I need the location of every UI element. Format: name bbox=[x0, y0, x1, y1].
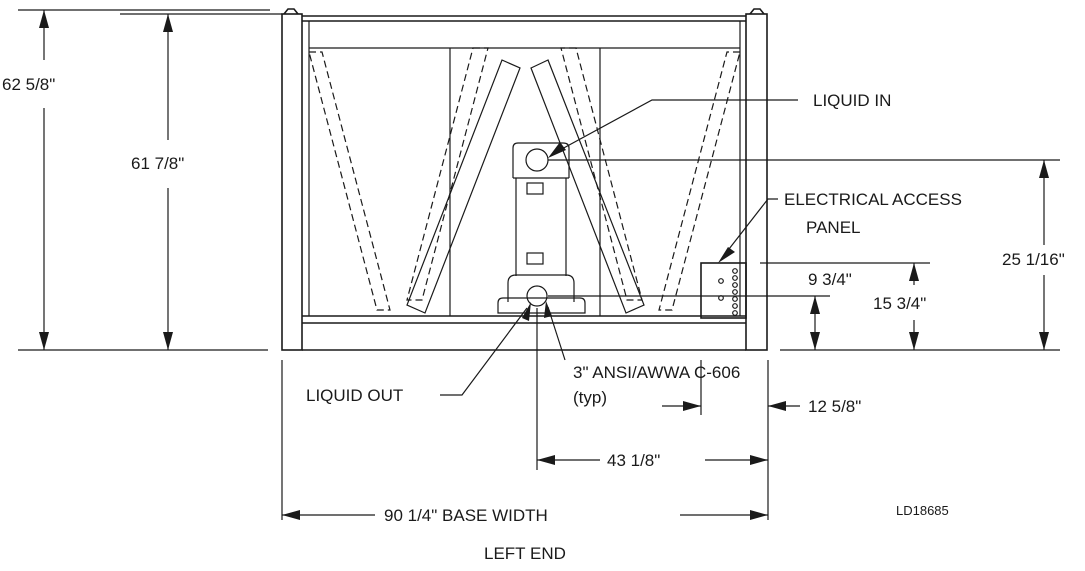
liquid-in-label: LIQUID IN bbox=[813, 91, 891, 110]
panel-bottom-height-label: 15 3/4" bbox=[873, 294, 926, 313]
right-lift-lug bbox=[749, 8, 765, 15]
electrical-access-panel bbox=[700, 262, 747, 319]
right-post bbox=[745, 13, 768, 351]
liquid-in-nozzle bbox=[525, 148, 549, 172]
overall-height-label: 62 5/8" bbox=[2, 75, 55, 94]
electrical-access-label-line2: PANEL bbox=[806, 218, 861, 237]
coil-left-inner bbox=[406, 47, 489, 301]
connection-label-line2: (typ) bbox=[573, 388, 607, 407]
coil-right-inner bbox=[560, 47, 643, 301]
fan-blades bbox=[406, 59, 645, 314]
electrical-box bbox=[700, 262, 747, 319]
fan-blade-right bbox=[530, 59, 645, 314]
pump-vessel bbox=[497, 142, 586, 314]
left-post bbox=[281, 13, 303, 351]
unit-frame bbox=[281, 8, 768, 351]
electrical-leader bbox=[721, 198, 778, 259]
leader-lines bbox=[440, 99, 798, 396]
coils bbox=[308, 47, 741, 311]
labels: 62 5/8" 61 7/8" LIQUID IN ELECTRICAL ACC… bbox=[2, 75, 1065, 563]
panel-top-height-label: 9 3/4" bbox=[808, 270, 852, 289]
liquid-out-label: LIQUID OUT bbox=[306, 386, 403, 405]
frame-height-label: 61 7/8" bbox=[131, 154, 184, 173]
electrical-access-label-line1: ELECTRICAL ACCESS bbox=[784, 190, 962, 209]
outlet-offset-label: 43 1/8" bbox=[607, 451, 660, 470]
coil-left-outer bbox=[308, 51, 391, 311]
right-height-dimensions bbox=[548, 159, 1060, 351]
view-title: LEFT END bbox=[484, 544, 566, 563]
drawing-number: LD18685 bbox=[896, 503, 949, 518]
fan-blade-left bbox=[406, 59, 521, 314]
inlet-height-label: 25 1/16" bbox=[1002, 250, 1065, 269]
liquid-in-leader bbox=[559, 99, 798, 151]
coil-right-outer bbox=[658, 51, 741, 311]
width-dimensions bbox=[281, 308, 800, 520]
liquid-out-leader bbox=[440, 307, 528, 396]
left-lift-lug bbox=[283, 8, 299, 15]
base-width-label: 90 1/4" BASE WIDTH bbox=[384, 506, 548, 525]
panel-offset-label: 12 5/8" bbox=[808, 397, 861, 416]
height-dimensions bbox=[18, 9, 282, 351]
connection-label-line1: 3" ANSI/AWWA C-606 bbox=[573, 363, 740, 382]
liquid-out-nozzle bbox=[526, 285, 548, 307]
